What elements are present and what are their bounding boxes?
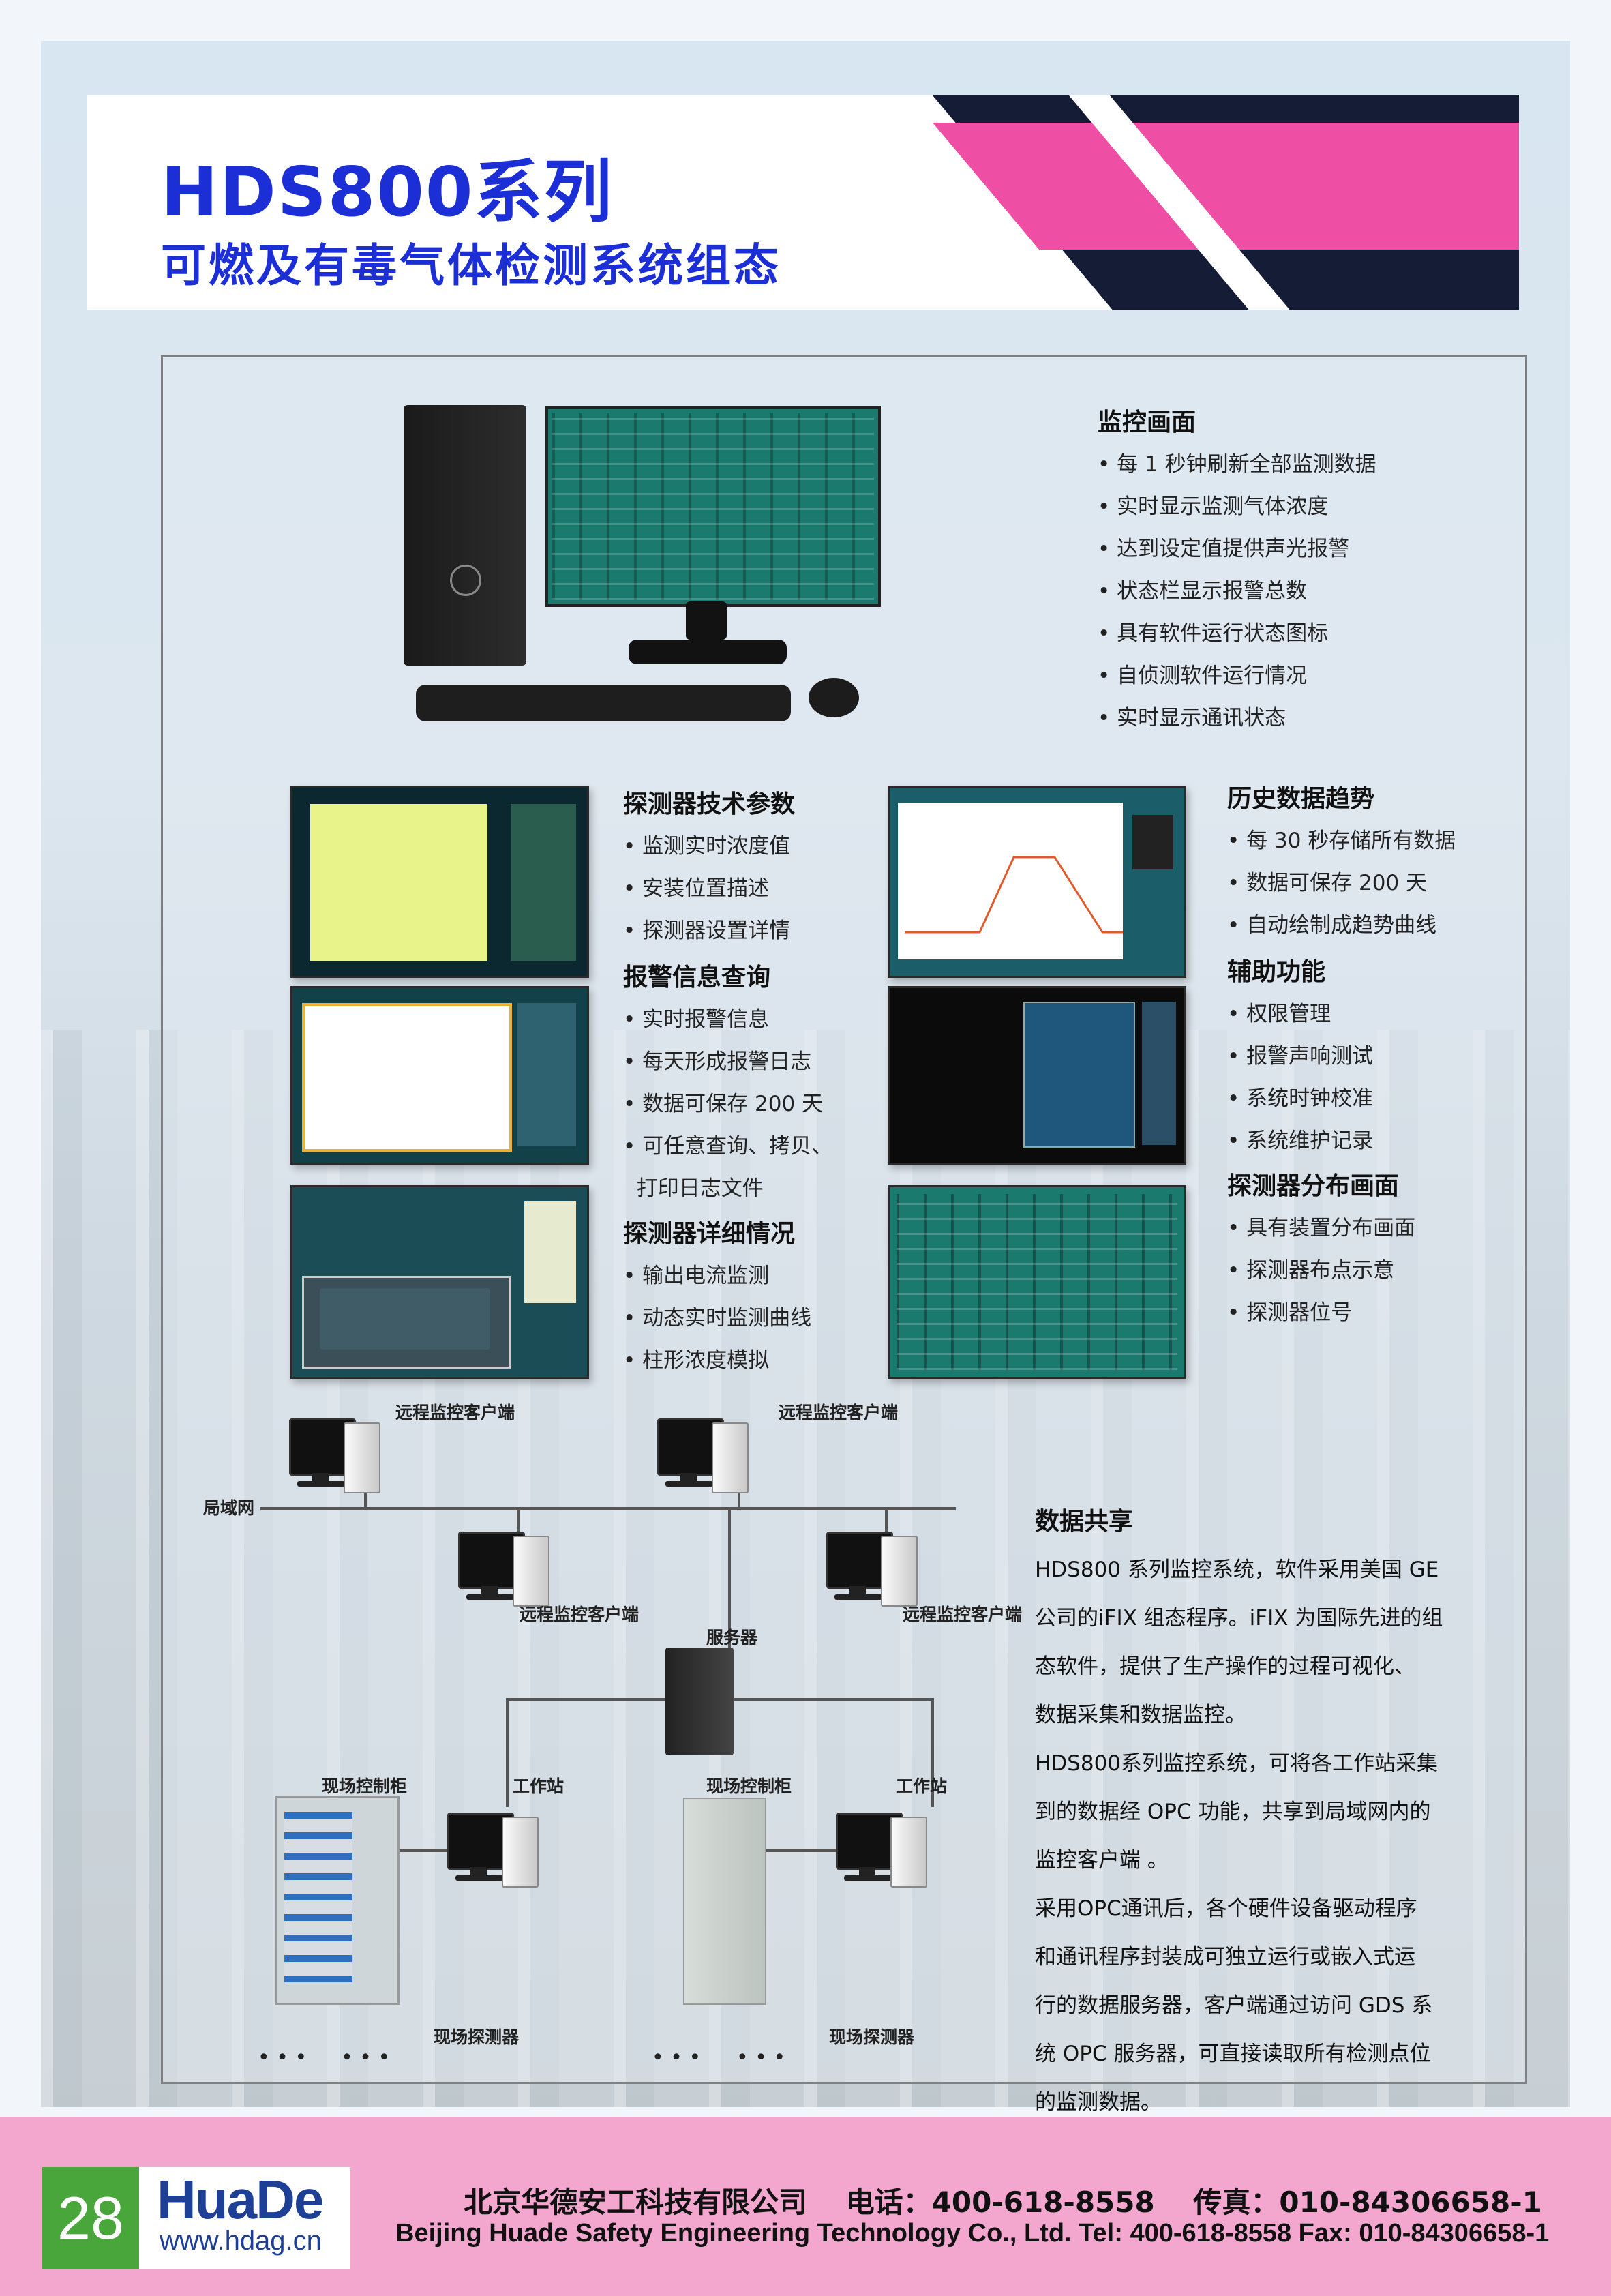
- page-subtitle: 可燃及有毒气体检测系统组态: [161, 239, 781, 292]
- section-monitor: 监控画面 • 每 1 秒钟刷新全部监测数据 • 实时显示监测气体浓度 • 达到设…: [1098, 408, 1376, 730]
- footer-contact-cn: 北京华德安工科技有限公司 电话：400-618-8558 传真：010-8430…: [464, 2186, 1542, 2219]
- company-logo: HuaDe: [157, 2169, 324, 2230]
- detector-dots-left-2: • • •: [341, 2046, 391, 2070]
- label-field-cabinet-1: 现场控制柜: [322, 1776, 408, 1796]
- section-detector-distribution: 探测器分布画面 • 具有装置分布画面 • 探测器布点示意 • 探测器位号: [1227, 1172, 1416, 1325]
- screenshot-detector-detail: [290, 1185, 589, 1379]
- section-aux-functions: 辅助功能 • 权限管理 • 报警声响测试 • 系统时钟校准 • 系统维护记录: [1227, 958, 1374, 1153]
- label-server: 服务器: [706, 1628, 758, 1648]
- logo-box: [139, 2167, 350, 2269]
- label-remote-client-4: 远程监控客户端: [903, 1605, 1023, 1624]
- screenshot-detector-params: [290, 786, 589, 978]
- lan-bus-line: [260, 1507, 956, 1510]
- field-cabinet-open-image: [275, 1796, 400, 2005]
- screenshot-history-trend: [888, 786, 1186, 978]
- screenshot-alarm-query: [290, 986, 589, 1165]
- section-alarm-query: 报警信息查询 • 实时报警信息 • 每天形成报警日志 • 数据可保存 200 天…: [623, 964, 833, 1201]
- detector-dots-right-1: • • •: [652, 2046, 702, 2070]
- detector-dots-right-2: • • •: [736, 2046, 786, 2070]
- screenshot-detector-distribution: [888, 1185, 1186, 1379]
- label-remote-client-1: 远程监控客户端: [395, 1403, 515, 1422]
- label-remote-client-3: 远程监控客户端: [520, 1605, 639, 1624]
- field-cabinet-closed-image: [683, 1798, 766, 2005]
- label-workstation-2: 工作站: [896, 1776, 948, 1796]
- label-field-detector-1: 现场探测器: [434, 2027, 520, 2047]
- label-lan: 局域网: [203, 1498, 255, 1518]
- section-history-trend: 历史数据趋势 • 每 30 秒存储所有数据 • 数据可保存 200 天 • 自动…: [1227, 785, 1456, 938]
- detector-dots-left-1: • • •: [258, 2046, 307, 2070]
- screenshot-aux-functions: [888, 986, 1186, 1165]
- server-rack-image: [665, 1648, 734, 1755]
- data-sharing-text: 数据共享 HDS800 系列监控系统，软件采用美国 GE 公司的iFIX 组态程…: [1035, 1508, 1443, 2115]
- label-field-detector-2: 现场探测器: [829, 2027, 915, 2047]
- page-title: HDS800系列: [161, 152, 614, 232]
- section-detector-detail: 探测器详细情况 • 输出电流监测 • 动态实时监测曲线 • 柱形浓度模拟: [623, 1220, 812, 1373]
- footer-contact-en: Beijing Huade Safety Engineering Technol…: [395, 2219, 1550, 2248]
- page-number: 28: [42, 2167, 139, 2269]
- label-field-cabinet-2: 现场控制柜: [706, 1776, 792, 1796]
- website-url[interactable]: www.hdag.cn: [160, 2226, 322, 2256]
- section-detector-params: 探测器技术参数 • 监测实时浓度值 • 安装位置描述 • 探测器设置详情: [623, 790, 796, 943]
- label-workstation-1: 工作站: [513, 1776, 564, 1796]
- header-banner: HDS800系列 可燃及有毒气体检测系统组态: [87, 95, 1519, 310]
- label-remote-client-2: 远程监控客户端: [779, 1403, 899, 1422]
